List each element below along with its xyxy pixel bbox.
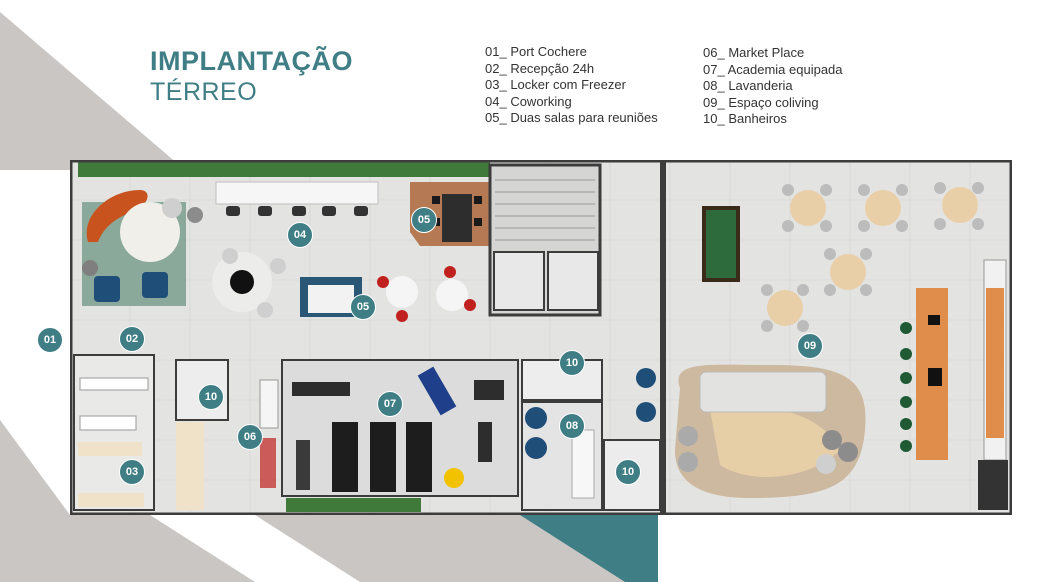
legend-item: 10_ Banheiros — [703, 111, 787, 127]
marker-05-a: 05 — [411, 207, 437, 233]
floor-plan — [70, 160, 1012, 515]
legend-item: 09_ Espaço coliving — [703, 94, 819, 110]
marker-06: 06 — [237, 424, 263, 450]
legend-item: 01_ Port Cochere — [485, 44, 587, 59]
legend-item: 03_ Locker com Freezer — [485, 77, 626, 93]
armchair — [142, 272, 168, 298]
legend-item: 02_ Recepção 24h — [485, 60, 595, 76]
legend-column-1: 01_ Port Cochere 02_ Recepção 24h 03_ Lo… — [485, 44, 658, 127]
legend-column-2: 06_ Market Place 07_ Academia equipada 0… — [703, 45, 843, 128]
marker-02: 02 — [119, 326, 145, 352]
marker-08: 08 — [559, 413, 585, 439]
sofa — [699, 371, 827, 413]
legend-item: 06_ Market Place — [703, 45, 805, 60]
marker-10-a: 10 — [198, 384, 224, 410]
grey-diagonal-bottom — [0, 420, 255, 582]
round-table — [120, 202, 180, 262]
marker-09: 09 — [797, 333, 823, 359]
planter-bottom — [286, 498, 421, 512]
legend-item: 07_ Academia equipada — [703, 61, 843, 77]
page-title: IMPLANTAÇÃO — [150, 46, 353, 76]
sofa-orange — [86, 190, 148, 242]
planter-top — [78, 161, 490, 177]
legend-item: 05_ Duas salas para reuniões — [485, 110, 658, 126]
marker-03: 03 — [119, 459, 145, 485]
marker-10-b: 10 — [559, 350, 585, 376]
marker-01: 01 — [37, 327, 63, 353]
yoga-ball — [444, 468, 464, 488]
locker — [79, 377, 149, 391]
marker-05-b: 05 — [350, 294, 376, 320]
teal-corner — [520, 515, 658, 582]
grey-diagonal-top — [0, 12, 185, 170]
marker-04: 04 — [287, 222, 313, 248]
marker-07: 07 — [377, 391, 403, 417]
pool-table — [702, 206, 740, 282]
armchair — [94, 276, 120, 302]
legend-item: 08_ Lavanderia — [703, 78, 793, 94]
marker-10-c: 10 — [615, 459, 641, 485]
legend-item: 04_ Coworking — [485, 93, 572, 109]
coworking-counter — [215, 181, 379, 205]
page-subtitle: TÉRREO — [150, 78, 258, 106]
